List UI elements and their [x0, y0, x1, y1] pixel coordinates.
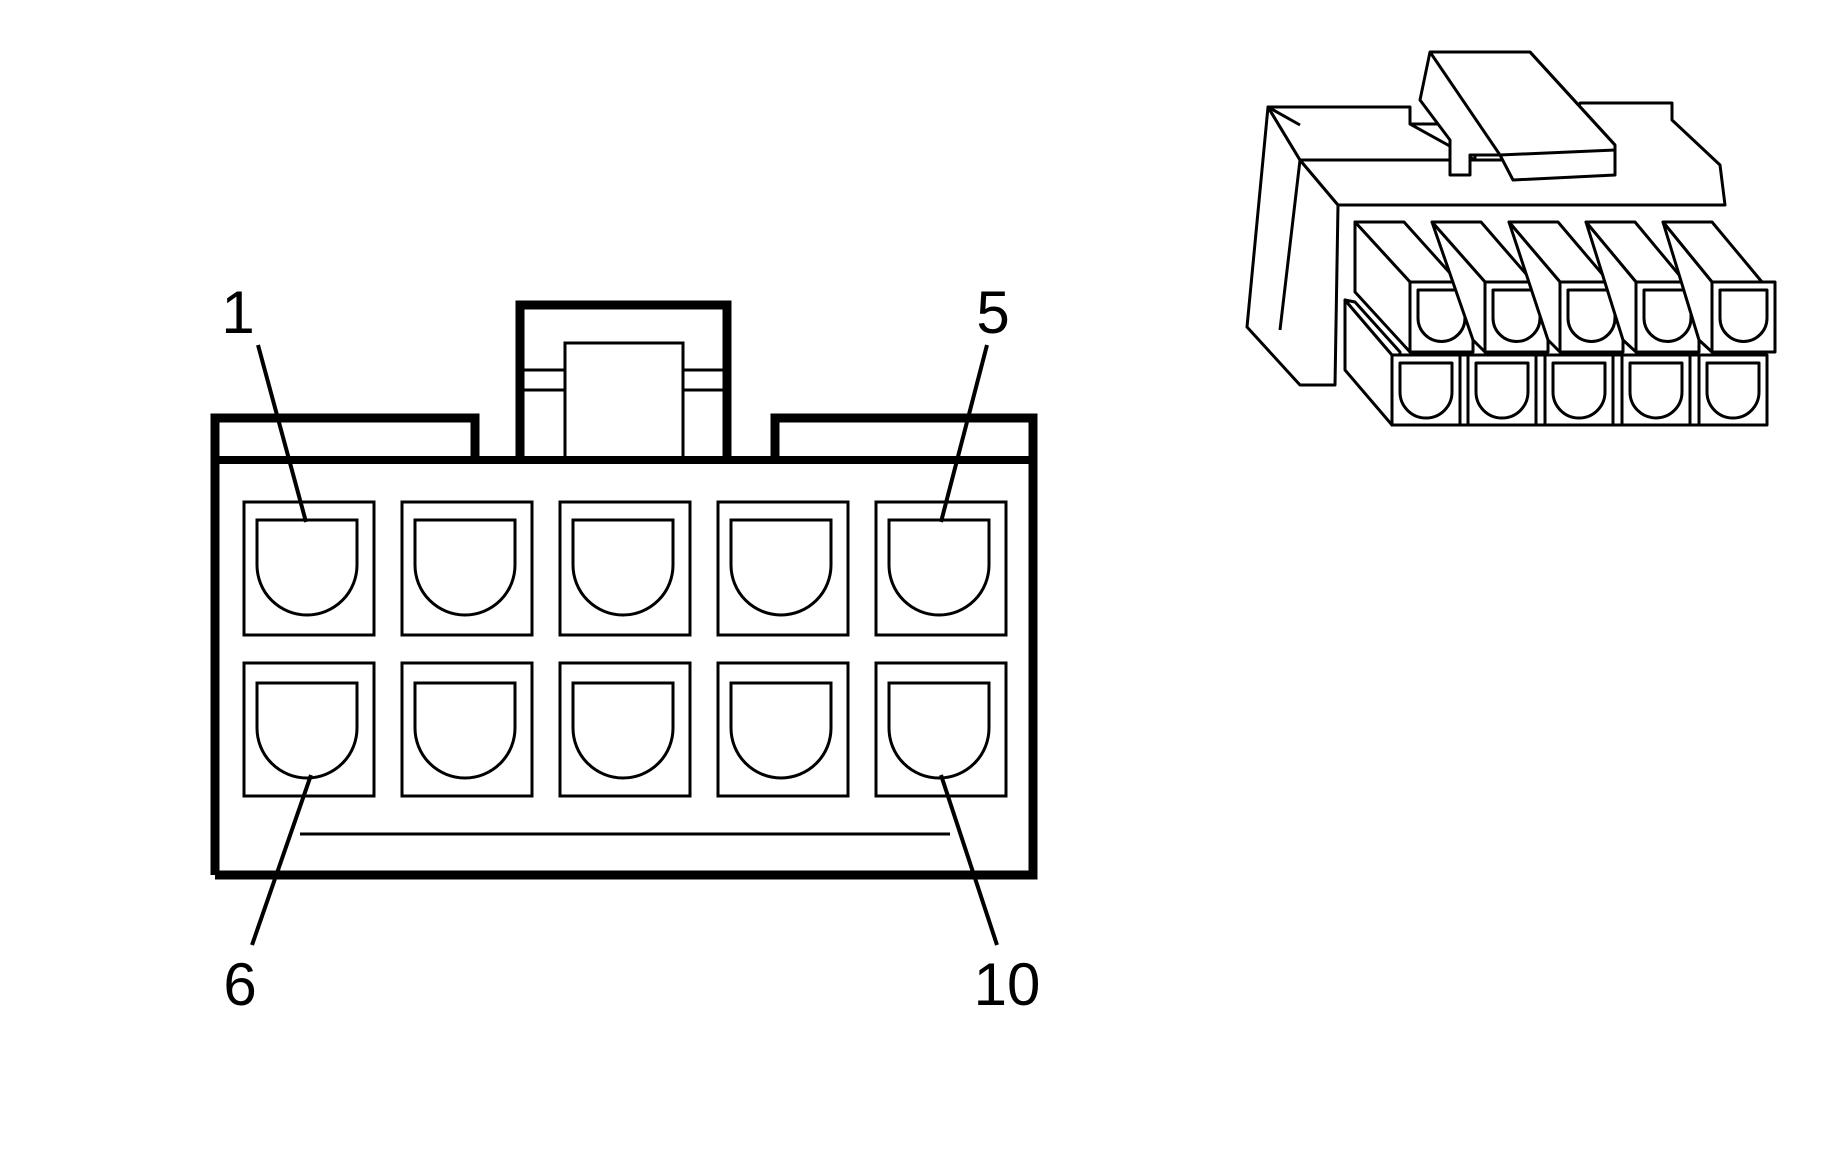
perspective-cavity: [1661, 220, 1777, 354]
latch-inner: [563, 341, 685, 462]
perspective-cavity: [1584, 220, 1701, 354]
connector-perspective-view: [1245, 50, 1777, 427]
perspective-cavity: [1458, 353, 1538, 427]
pin-cavity-8: [558, 661, 692, 798]
perspective-edge: [1278, 159, 1302, 331]
perspective-latch-edge: [1499, 148, 1616, 157]
latch-outline: [515, 300, 732, 460]
pin-cavity-7: [400, 661, 534, 798]
pin-cavity-2: [400, 500, 534, 637]
connector-face-view: [210, 300, 1038, 946]
cavity-row-top: [242, 500, 1008, 637]
perspective-cavity: [1534, 353, 1615, 427]
pin-cavity-3: [558, 500, 692, 637]
perspective-latch-edge: [1528, 50, 1617, 147]
perspective-cavity: [1611, 353, 1692, 427]
leader-line-pin-6: [250, 774, 313, 946]
pin-cavity-1: [242, 500, 376, 637]
housing-outline: [210, 413, 1038, 880]
cavity-row-bottom: [242, 661, 1008, 798]
perspective-latch: [1418, 50, 1617, 182]
pin-cavity-4: [716, 500, 850, 637]
pin-cavity-9: [716, 661, 850, 798]
leader-line-pin-5: [939, 344, 989, 523]
pin-label-1: 1: [221, 279, 254, 346]
pin-label-10: 10: [974, 951, 1041, 1018]
perspective-cavity-row-top: [1353, 220, 1777, 354]
perspective-cavity: [1343, 298, 1462, 427]
leader-line-pin-1: [256, 344, 308, 523]
pin-cavity-5: [874, 500, 1008, 637]
perspective-cavity: [1688, 353, 1769, 427]
pin-label-5: 5: [976, 279, 1009, 346]
pin-label-6: 6: [223, 951, 256, 1018]
perspective-latch-edge: [1428, 51, 1502, 156]
perspective-edge: [1267, 105, 1301, 127]
leader-line-pin-10: [939, 774, 999, 946]
perspective-cavity-row-bottom: [1343, 298, 1769, 427]
